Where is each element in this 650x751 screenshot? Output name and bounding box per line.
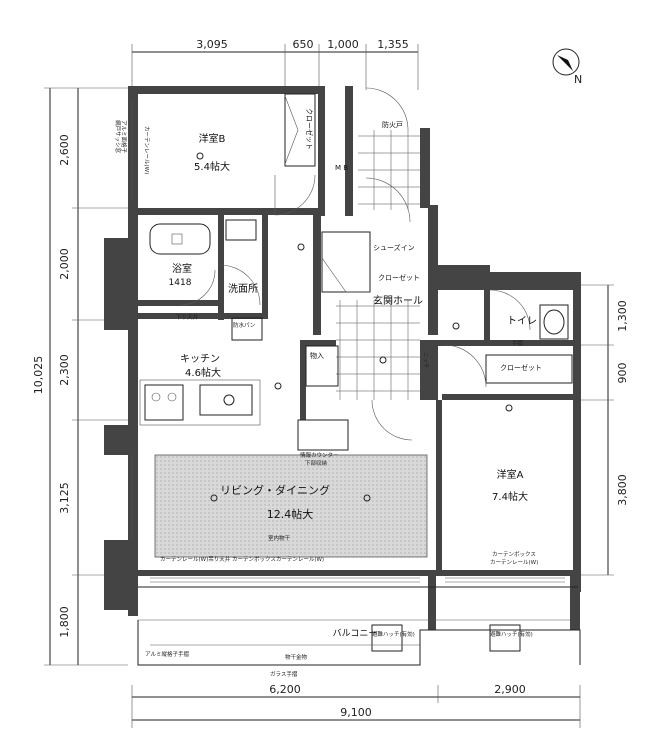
- dim-left-4: 3,125: [58, 482, 71, 514]
- label-curtain-box-a: カーテンボックス: [492, 550, 536, 558]
- entrance-floor: [336, 300, 420, 400]
- dim-left-1: 2,600: [58, 134, 71, 166]
- dim-left-2: 2,000: [58, 248, 71, 280]
- room-western-b-size: 5.4帖大: [194, 160, 230, 173]
- room-western-a-name: 洋室A: [497, 468, 524, 481]
- dim-top-2: 650: [293, 38, 314, 51]
- label-counter: 情報カウンター: [300, 451, 339, 459]
- top-dimensions: 3,095 650 1,000 1,355: [131, 38, 419, 90]
- label-shoes-closet: クローゼット: [378, 273, 420, 282]
- label-hatch-right: 避難ハッチ(有効): [490, 630, 533, 638]
- label-hatch-left: 避難ハッチ(有効): [372, 630, 415, 638]
- dim-right-2: 900: [616, 363, 629, 384]
- doors: [179, 87, 531, 441]
- label-window-b: 網戸サッシ窓: [114, 120, 122, 154]
- room-washroom-name: 洗面所: [228, 283, 258, 295]
- room-living-size: 12.4帖大: [267, 507, 314, 521]
- compass-label: N: [574, 73, 582, 86]
- room-bath-code: 1418: [169, 278, 192, 288]
- balcony: [137, 586, 581, 666]
- room-entrance-name: 玄関ホール: [373, 294, 423, 307]
- room-western-a-size: 7.4帖大: [492, 490, 528, 503]
- label-curtain-rail-a: カーテンレール(W): [490, 559, 538, 566]
- label-drop-ceiling: 下り天井: [176, 313, 199, 321]
- windows: [131, 100, 565, 583]
- label-fire-door: 防火戸: [382, 120, 403, 129]
- label-closet-b: クローゼット: [305, 108, 314, 150]
- dim-right-3: 3,800: [616, 474, 629, 506]
- dim-top-4: 1,355: [377, 38, 409, 51]
- label-alu-handrail: アルミ縦格子手摺: [145, 650, 189, 658]
- room-kitchen-name: キッチン: [180, 353, 220, 365]
- label-storage: 物入: [310, 351, 324, 360]
- label-curtain-rail-b: カーテンレール(W): [143, 126, 150, 174]
- room-living-name: リビング・ダイニング: [220, 483, 330, 497]
- label-closet-a: クローゼット: [500, 363, 542, 372]
- porch-floor: [358, 130, 420, 210]
- fixtures: [139, 93, 573, 502]
- label-counter-sub: 下部収納: [305, 459, 328, 467]
- label-alu-grille: アルミ面格子: [120, 120, 128, 153]
- label-handrail-toilet: 手摺: [512, 339, 524, 347]
- left-dimensions: 2,600 2,000 2,300 3,125 1,800 10,025: [32, 87, 128, 666]
- dim-right-1: 1,300: [616, 300, 629, 332]
- dim-left-5: 1,800: [58, 606, 71, 638]
- room-toilet-name: トイレ: [507, 316, 537, 327]
- room-western-b-name: 洋室B: [199, 132, 226, 145]
- dim-top-3: 1,000: [327, 38, 359, 51]
- label-glass-handrail: ガラス手摺: [270, 670, 298, 678]
- label-laundry: 物干金物: [285, 653, 308, 661]
- dim-bottom-2: 2,900: [494, 683, 526, 696]
- dim-left-total: 10,025: [32, 356, 45, 395]
- compass-icon: N: [552, 48, 582, 86]
- room-balcony-name: バルコニー: [333, 628, 378, 639]
- label-water-pan: 防水パン: [233, 321, 256, 329]
- label-niche: ニッチ: [422, 352, 429, 369]
- dim-top-1: 3,095: [196, 38, 228, 51]
- living-floor: [154, 454, 428, 558]
- label-shoes-in: シューズイン: [373, 243, 415, 252]
- walls: [104, 86, 581, 630]
- label-curtain-rail-living: カーテンレール(W)吊り天井 カーテンボックスカーテンレール(W): [160, 555, 324, 563]
- dim-left-3: 2,300: [58, 354, 71, 386]
- bottom-dimensions: 6,200 2,900 9,100: [131, 683, 581, 728]
- dim-bottom-total: 9,100: [340, 706, 372, 719]
- label-mb: M B: [335, 164, 348, 172]
- right-dimensions: 1,300 900 3,800: [580, 284, 629, 576]
- room-bath-name: 浴室: [172, 262, 192, 275]
- room-kitchen-size: 4.6帖大: [185, 366, 221, 379]
- dim-bottom-1: 6,200: [269, 683, 301, 696]
- label-interior-dry: 室内物干: [268, 534, 291, 542]
